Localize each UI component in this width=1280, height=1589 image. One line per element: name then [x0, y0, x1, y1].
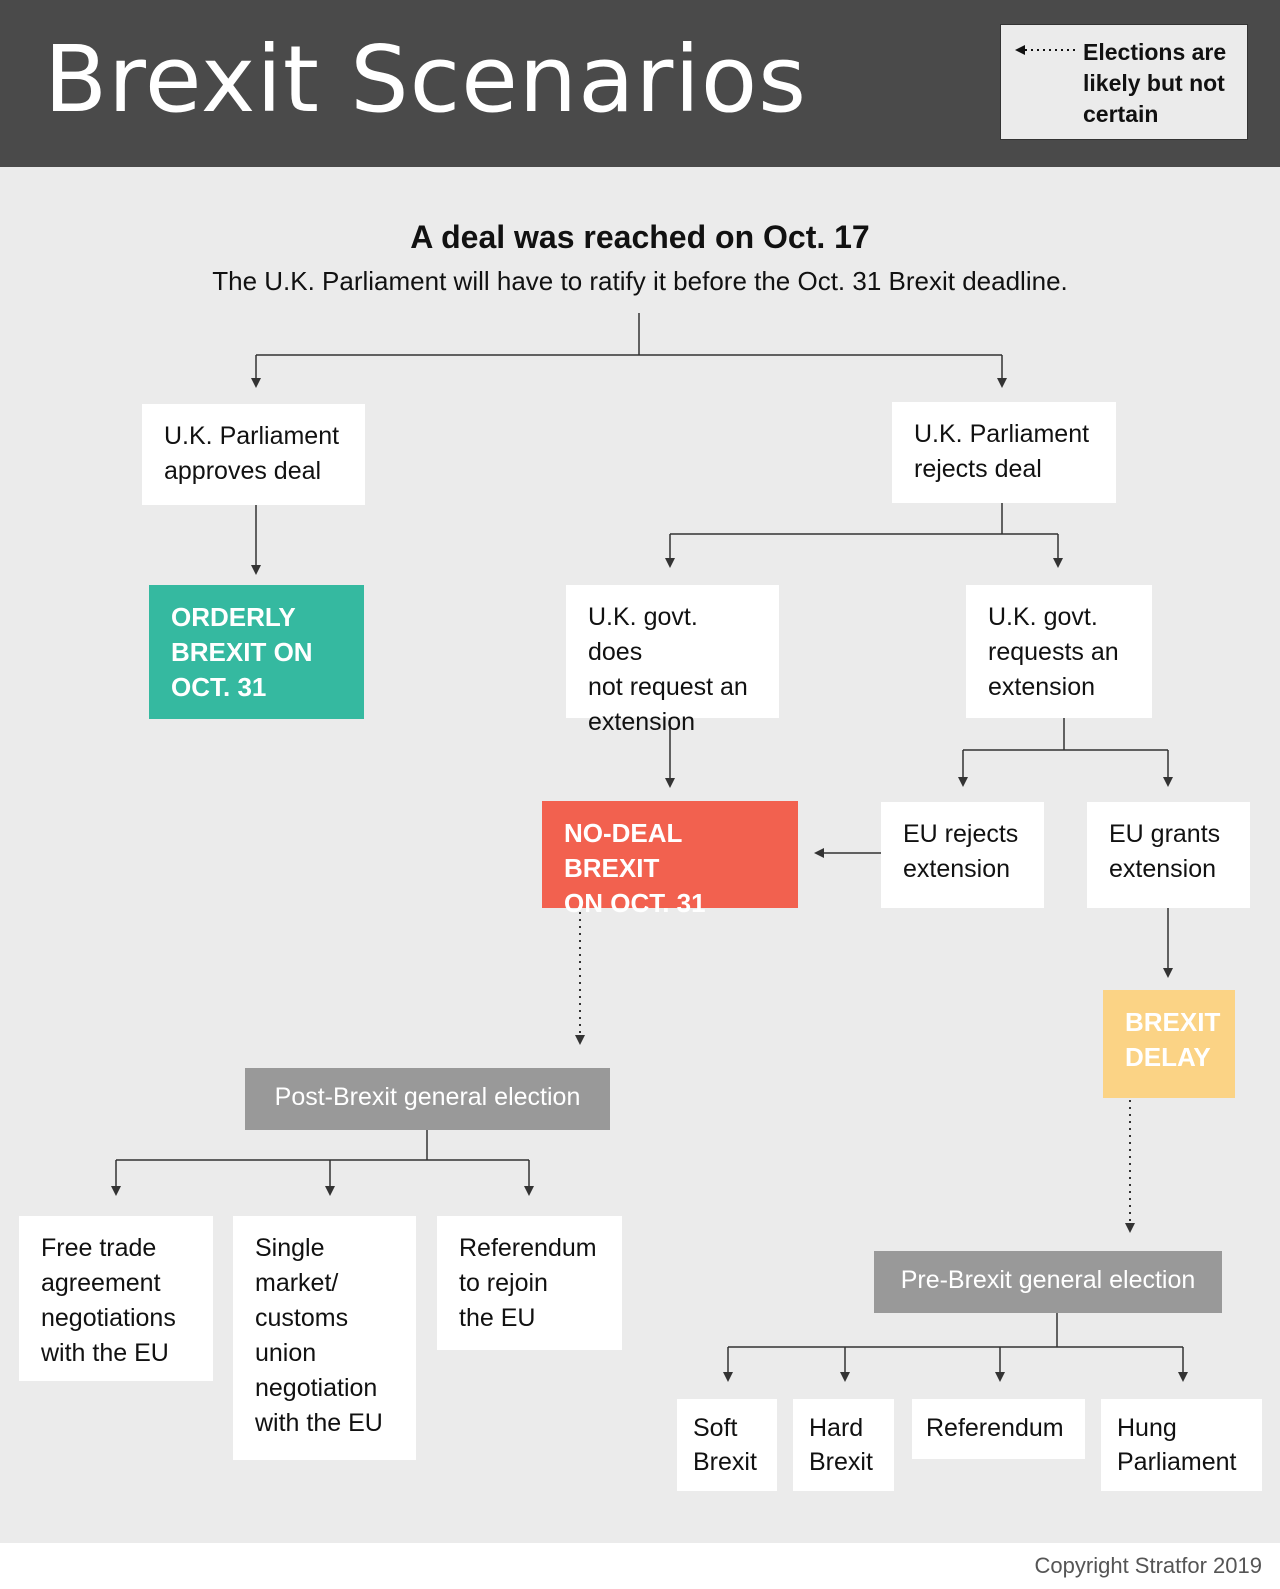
- node-label: EU rejects extension: [903, 820, 1019, 883]
- node-no-deal-brexit: NO-DEAL BREXIT ON OCT. 31: [542, 801, 798, 918]
- header-bar: Brexit Scenarios Elections are likely bu…: [0, 0, 1280, 167]
- page-title: Brexit Scenarios: [44, 26, 808, 133]
- node-label: Pre-Brexit general election: [900, 1266, 1196, 1294]
- node-label: Hard Brexit: [809, 1414, 873, 1476]
- dotted-arrow-left-icon: [1015, 45, 1077, 55]
- node-brexit-delay: BREXIT DELAY: [1103, 990, 1235, 1098]
- node-label: Free trade agreement negotiations with t…: [41, 1234, 176, 1367]
- legend-box: Elections are likely but not certain: [1000, 24, 1248, 140]
- node-label: U.K. govt. requests an extension: [988, 603, 1119, 701]
- node-label: Single market/ customs union negotiation…: [255, 1234, 383, 1437]
- node-label: Referendum: [926, 1414, 1064, 1442]
- node-label: ORDERLY BREXIT ON OCT. 31: [171, 602, 313, 702]
- node-rejoin-referendum: Referendum to rejoin the EU: [437, 1216, 622, 1350]
- node-orderly-brexit: ORDERLY BREXIT ON OCT. 31: [149, 585, 364, 719]
- node-approves-deal: U.K. Parliament approves deal: [142, 404, 365, 505]
- node-requests-extension: U.K. govt. requests an extension: [966, 585, 1152, 718]
- node-eu-grants-extension: EU grants extension: [1087, 802, 1250, 908]
- node-referendum: Referendum: [912, 1399, 1085, 1459]
- node-label: U.K. govt. does not request an extension: [588, 603, 748, 736]
- node-label: U.K. Parliament approves deal: [164, 422, 340, 485]
- node-label: U.K. Parliament rejects deal: [914, 420, 1090, 483]
- legend-text: Elections are likely but not certain: [1083, 39, 1227, 127]
- deal-subtitle: The U.K. Parliament will have to ratify …: [212, 266, 1068, 296]
- node-pre-brexit-election: Pre-Brexit general election: [874, 1251, 1222, 1313]
- node-label: Referendum to rejoin the EU: [459, 1234, 597, 1332]
- node-rejects-deal: U.K. Parliament rejects deal: [892, 402, 1116, 503]
- node-hard-brexit: Hard Brexit: [793, 1399, 894, 1491]
- node-hung-parliament: Hung Parliament: [1101, 1399, 1262, 1491]
- node-single-market: Single market/ customs union negotiation…: [233, 1216, 416, 1460]
- node-no-extension-request: U.K. govt. does not request an extension: [566, 585, 779, 736]
- node-label: Post-Brexit general election: [274, 1083, 581, 1111]
- deal-title: A deal was reached on Oct. 17: [410, 219, 870, 255]
- node-label: BREXIT DELAY: [1125, 1007, 1221, 1072]
- node-label: Hung Parliament: [1117, 1414, 1237, 1476]
- copyright-text: Copyright Stratfor 2019: [1034, 1553, 1262, 1578]
- node-free-trade-agreement: Free trade agreement negotiations with t…: [19, 1216, 213, 1381]
- footer-bar: Copyright Stratfor 2019: [0, 1543, 1280, 1589]
- node-label: EU grants extension: [1109, 820, 1221, 883]
- node-soft-brexit: Soft Brexit: [677, 1399, 777, 1491]
- node-label: NO-DEAL BREXIT ON OCT. 31: [564, 818, 706, 918]
- node-label: Soft Brexit: [693, 1414, 757, 1476]
- node-post-brexit-election: Post-Brexit general election: [245, 1068, 610, 1130]
- node-eu-rejects-extension: EU rejects extension: [881, 802, 1044, 908]
